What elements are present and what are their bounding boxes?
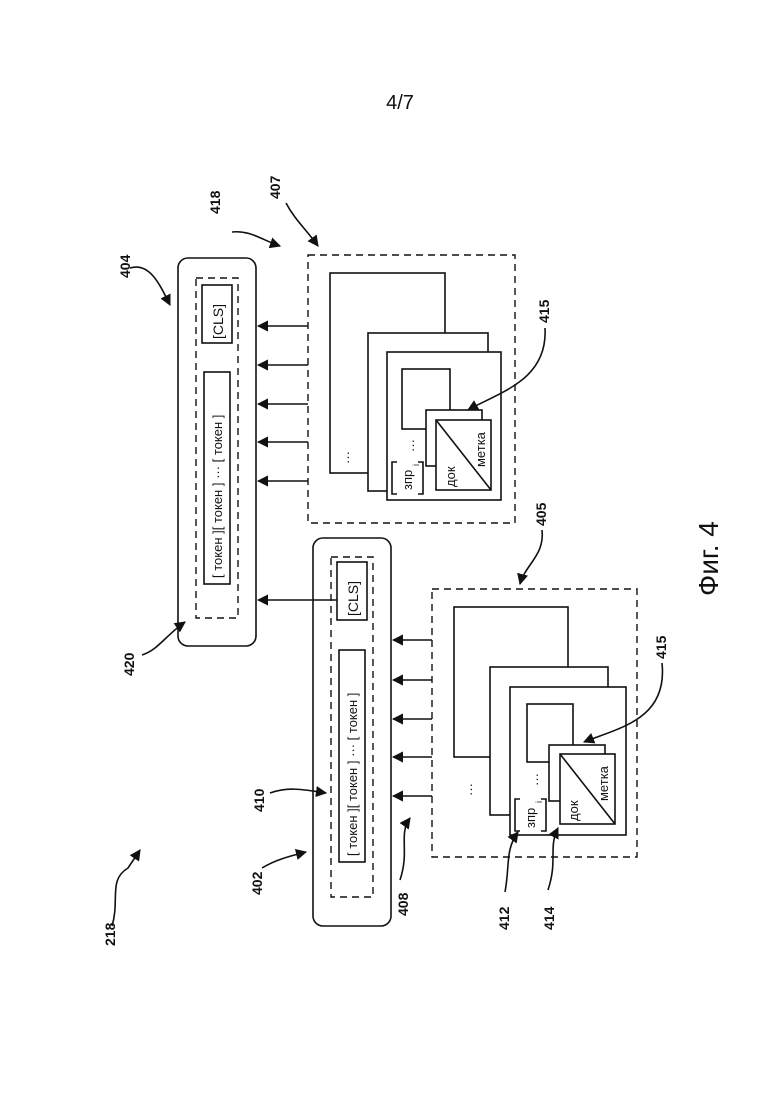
input-407-query-sub: i (411, 464, 421, 466)
leader-408 (400, 818, 410, 880)
ref-415-upper: 415 (536, 299, 552, 323)
ref-407: 407 (267, 175, 283, 199)
ref-418: 418 (207, 190, 223, 214)
ref-404: 404 (117, 254, 133, 278)
input-405-label: метка (596, 765, 611, 801)
encoder-404-tokens: [ токен ][ токен ] ··· [ токен ] (210, 415, 225, 578)
leader-418 (232, 232, 280, 246)
input-405-outer-dots: ··· (463, 783, 478, 796)
input-405-doc: док (566, 800, 581, 821)
input-407-inner-dots: ··· (405, 439, 420, 452)
encoder-402-cls: [CLS] (345, 581, 361, 616)
input-407-query: зпр (400, 470, 415, 490)
ref-414: 414 (541, 906, 557, 930)
ref-415-lower: 415 (653, 635, 669, 659)
input-407-label: метка (473, 431, 488, 467)
ref-420: 420 (121, 652, 137, 676)
ref-218: 218 (102, 922, 118, 946)
figure-caption: Фиг. 4 (693, 521, 724, 596)
input-407-outer-dots: ··· (340, 451, 355, 464)
leader-218 (112, 850, 140, 926)
leader-404 (130, 267, 170, 305)
ref-412: 412 (496, 906, 512, 930)
leader-412 (505, 832, 518, 892)
input-405-query: зпр (523, 808, 538, 828)
input-407-doc: док (443, 466, 458, 487)
leader-407 (286, 203, 318, 246)
ref-402: 402 (249, 871, 265, 895)
encoder-402-tokens: [ токен ][ токен ] ··· [ токен ] (345, 693, 360, 856)
ref-410: 410 (251, 788, 267, 812)
input-405-query-sub: i (534, 801, 544, 803)
encoder-404-cls: [CLS] (210, 304, 226, 339)
leader-414 (548, 828, 558, 890)
ref-405: 405 (533, 502, 549, 526)
leader-405 (520, 530, 542, 584)
leader-402 (262, 852, 306, 868)
ref-408: 408 (395, 892, 411, 916)
input-405-inner-dots: ··· (529, 773, 544, 786)
